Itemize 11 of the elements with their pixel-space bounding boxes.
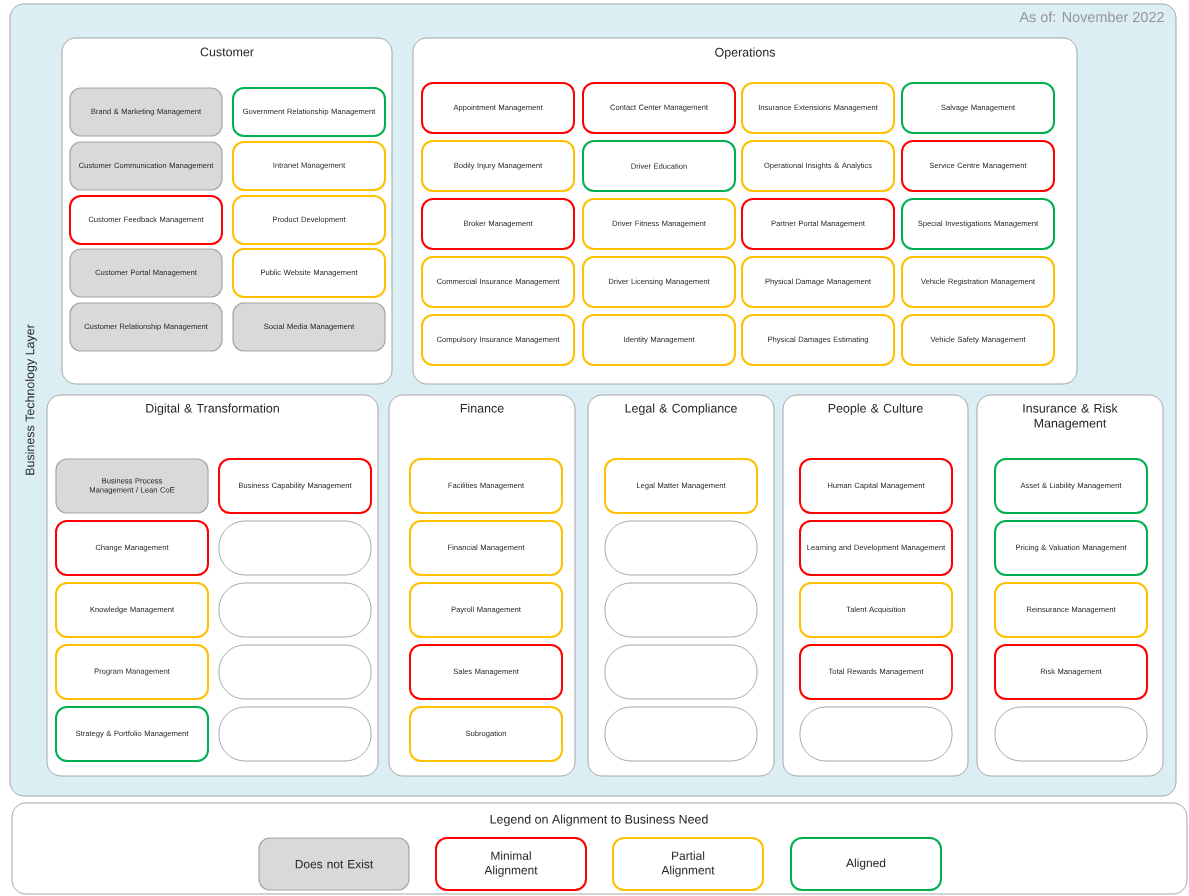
empty-box <box>799 706 953 762</box>
empty-box <box>218 644 372 700</box>
empty-box <box>218 706 372 762</box>
empty-box <box>218 582 372 638</box>
empty-box <box>604 582 758 638</box>
empty-box <box>604 644 758 700</box>
empty-box <box>604 520 758 576</box>
empty-box <box>218 520 372 576</box>
empty-box <box>604 706 758 762</box>
empty-box <box>994 706 1148 762</box>
date-note: As of: November 2022 <box>1019 11 1164 23</box>
